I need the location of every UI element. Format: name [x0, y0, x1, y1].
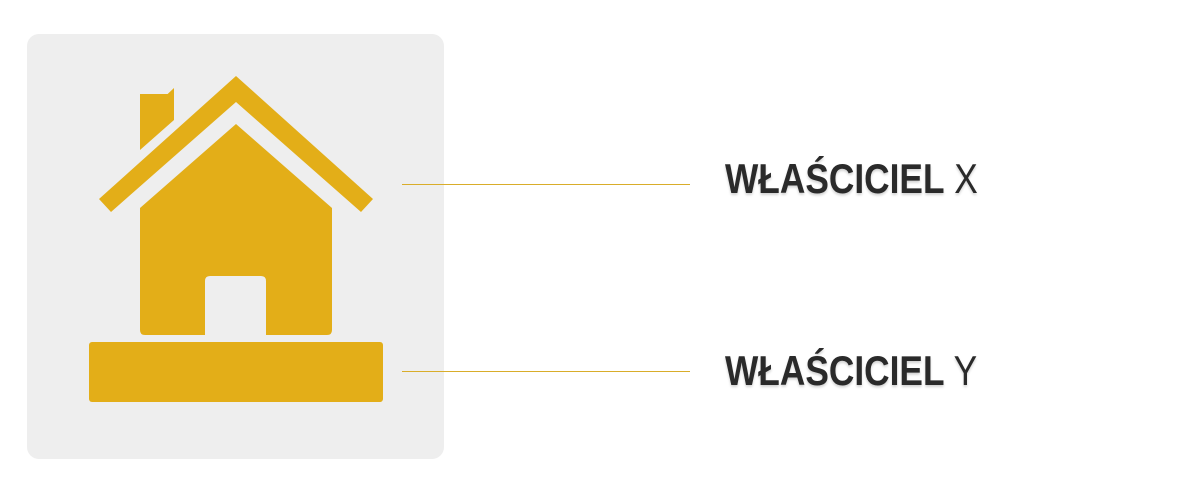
chimney-base	[140, 88, 174, 150]
foundation	[89, 342, 383, 402]
owner-label-title: WŁAŚCICIEL	[725, 155, 945, 202]
owner-label-y: WŁAŚCICIEL Y	[725, 350, 977, 392]
owner-label-suffix: X	[954, 155, 978, 202]
house-body	[140, 124, 332, 335]
connector-line-x	[402, 184, 690, 185]
roof	[99, 76, 373, 212]
owner-label-x: WŁAŚCICIEL X	[725, 158, 978, 200]
connector-line-y	[402, 371, 690, 372]
owner-label-title: WŁAŚCICIEL	[725, 347, 945, 394]
owner-label-suffix: Y	[953, 347, 978, 394]
